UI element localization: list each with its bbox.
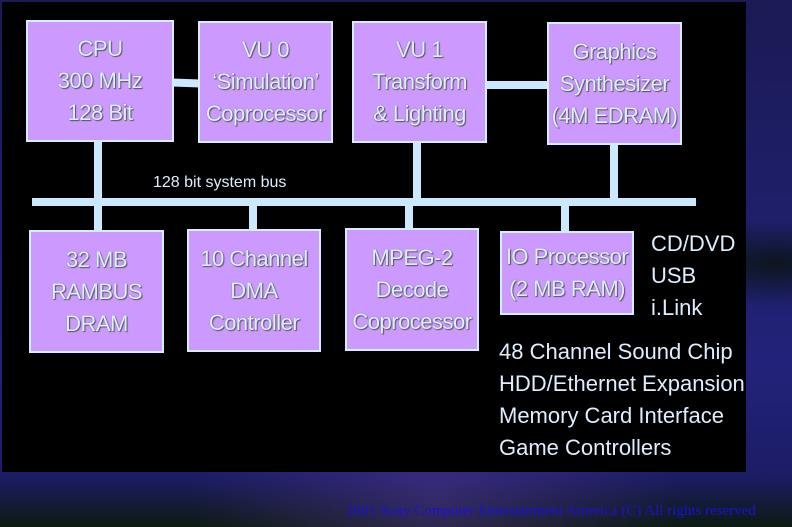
connector-vu1-bus [413, 143, 421, 200]
dma-line-2: DMA [230, 277, 278, 303]
mpeg2-decoder-block: MPEG-2 Decode Coprocessor [345, 228, 479, 351]
connector-dma-bus [249, 204, 257, 230]
dma-line-1: 10 Channel [200, 245, 308, 271]
other-peripherals-list: 48 Channel Sound Chip HDD/Ethernet Expan… [499, 336, 745, 464]
bus-label: 128 bit system bus [153, 174, 287, 191]
gs-line-2: Synthesizer [559, 70, 670, 96]
mpeg-line-3: Coprocessor [352, 308, 472, 334]
connector-mpeg-bus [405, 204, 413, 230]
connector-vu1-gs [485, 81, 549, 89]
connector-cpu-bus [94, 140, 102, 200]
rambus-dram-block: 32 MB RAMBUS DRAM [29, 230, 164, 353]
vu0-line-1: VU 0 [242, 37, 289, 62]
connector-cpu-vu0 [171, 78, 201, 88]
system-bus [32, 198, 696, 206]
connector-gs-bus [610, 143, 618, 200]
ram-line-1: 32 MB [65, 246, 128, 272]
cpu-line-1: CPU [77, 36, 123, 61]
vu0-line-2: ‘Simulation’ [212, 69, 319, 94]
peripheral-cd-dvd: CD/DVD [651, 231, 736, 256]
peripheral-ilink: i.Link [651, 295, 703, 320]
vu1-line-2: Transform [372, 69, 467, 94]
graphics-synthesizer-block: Graphics Synthesizer (4M EDRAM) [547, 22, 682, 145]
peripheral-game-controllers: Game Controllers [499, 435, 672, 460]
mpeg-line-1: MPEG-2 [371, 244, 453, 270]
iop-line-1: IO Processor [505, 244, 629, 269]
ram-line-2: RAMBUS [50, 278, 143, 304]
cpu-line-3: 128 Bit [67, 100, 134, 125]
io-processor-block: IO Processor (2 MB RAM) [500, 231, 634, 315]
gs-line-3: (4M EDRAM) [551, 102, 678, 128]
connector-ram-bus [94, 204, 102, 232]
iop-line-2: (2 MB RAM) [509, 276, 626, 301]
vu0-block: VU 0 ‘Simulation’ Coprocessor [198, 21, 333, 143]
iop-peripherals-list: CD/DVD USB i.Link [651, 228, 735, 324]
mpeg-line-2: Decode [375, 276, 449, 302]
cpu-line-2: 300 MHz [57, 68, 143, 93]
vu1-block: VU 1 Transform & Lighting [352, 21, 487, 143]
dma-line-3: Controller [208, 309, 300, 335]
peripheral-hdd-ethernet: HDD/Ethernet Expansion [499, 371, 745, 396]
copyright-footer: 2001 Sony Computer Entertainment America… [346, 503, 756, 519]
gs-line-1: Graphics [572, 38, 657, 64]
dma-controller-block: 10 Channel DMA Controller [187, 229, 321, 352]
cpu-block: CPU 300 MHz 128 Bit [26, 20, 174, 142]
vu1-line-1: VU 1 [396, 37, 443, 62]
vu0-line-3: Coprocessor [205, 101, 326, 126]
vu1-line-3: & Lighting [373, 101, 466, 126]
connector-iop-bus [561, 204, 569, 232]
ram-line-3: DRAM [65, 310, 128, 336]
peripheral-memory-card: Memory Card Interface [499, 403, 724, 428]
peripheral-sound-chip: 48 Channel Sound Chip [499, 339, 733, 364]
peripheral-usb: USB [651, 263, 697, 288]
